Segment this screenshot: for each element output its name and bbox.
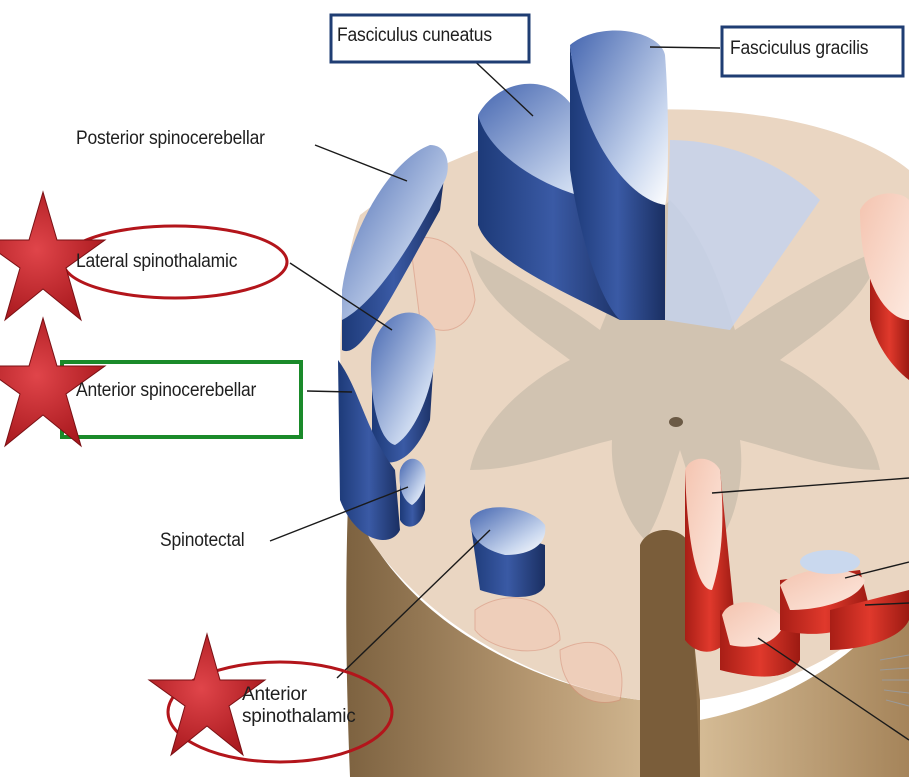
central-canal xyxy=(669,417,683,427)
label-fasciculus-cuneatus: Fasciculus cuneatus xyxy=(337,25,492,47)
tract-spinotectal xyxy=(400,459,426,527)
label-posterior-spinocerebellar: Posterior spinocerebellar xyxy=(76,128,265,150)
label-anterior-spinothalamic: Anterior spinothalamic xyxy=(242,684,356,728)
label-anterior-spinocerebellar: Anterior spinocerebellar xyxy=(76,380,256,402)
label-fasciculus-gracilis: Fasciculus gracilis xyxy=(730,38,868,60)
label-spinotectal: Spinotectal xyxy=(160,530,244,552)
label-lateral-spinothalamic: Lateral spinothalamic xyxy=(76,251,237,273)
tract-anterior-spinothalamic xyxy=(470,507,545,597)
